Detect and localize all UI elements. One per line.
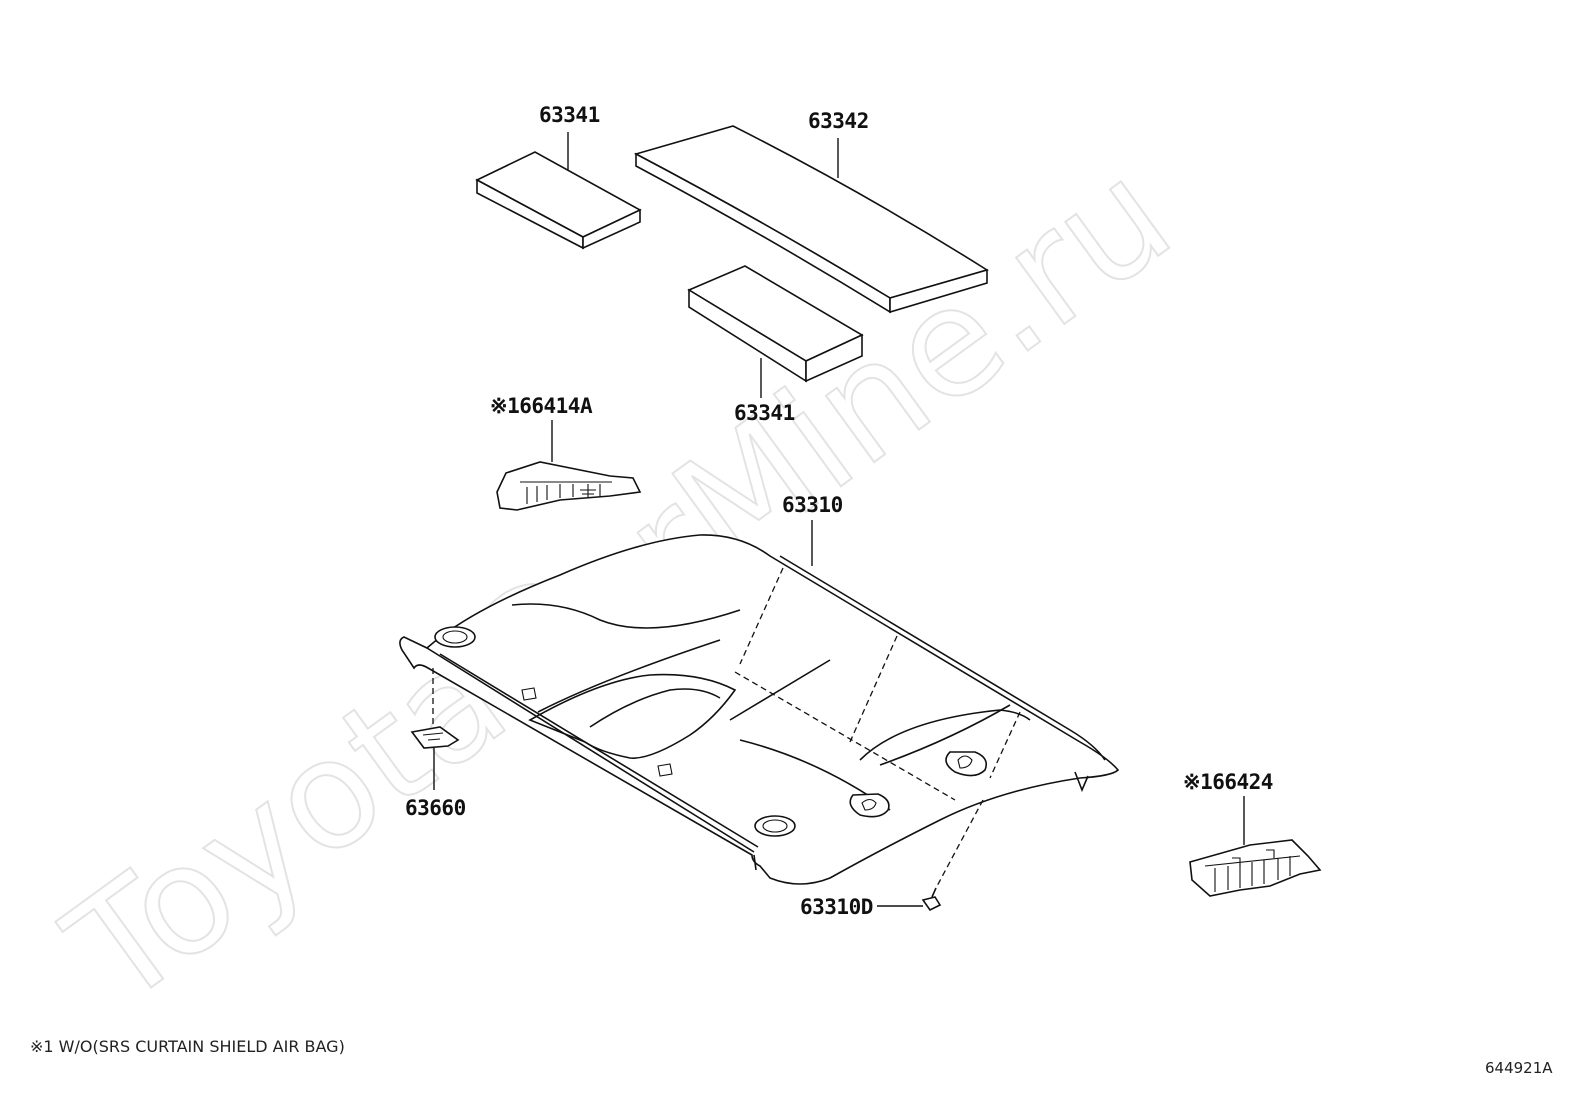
dashed-63310d	[935, 799, 984, 889]
label-63310: 63310	[782, 493, 843, 517]
label-63660: 63660	[405, 796, 466, 820]
holder-63660	[410, 726, 460, 749]
pad-63341-rear	[687, 265, 864, 383]
footnote: ※1 W/O(SRS CURTAIN SHIELD AIR BAG)	[30, 1037, 345, 1056]
pad-63342	[633, 125, 989, 314]
bracket-66424	[1189, 839, 1322, 897]
clip-63310d	[921, 887, 942, 912]
pad-63341-front	[475, 151, 642, 250]
headliner-63310	[399, 534, 1120, 885]
label-63310d: 63310D	[800, 895, 873, 919]
bracket-66414a	[496, 461, 642, 511]
label-66424: ※166424	[1183, 770, 1273, 794]
label-63341-rear: 63341	[734, 401, 795, 425]
label-63342: 63342	[808, 109, 869, 133]
diagram-code: 644921A	[1485, 1059, 1553, 1077]
label-66414a: ※166414A	[490, 394, 593, 418]
label-63341-front: 63341	[539, 103, 600, 127]
